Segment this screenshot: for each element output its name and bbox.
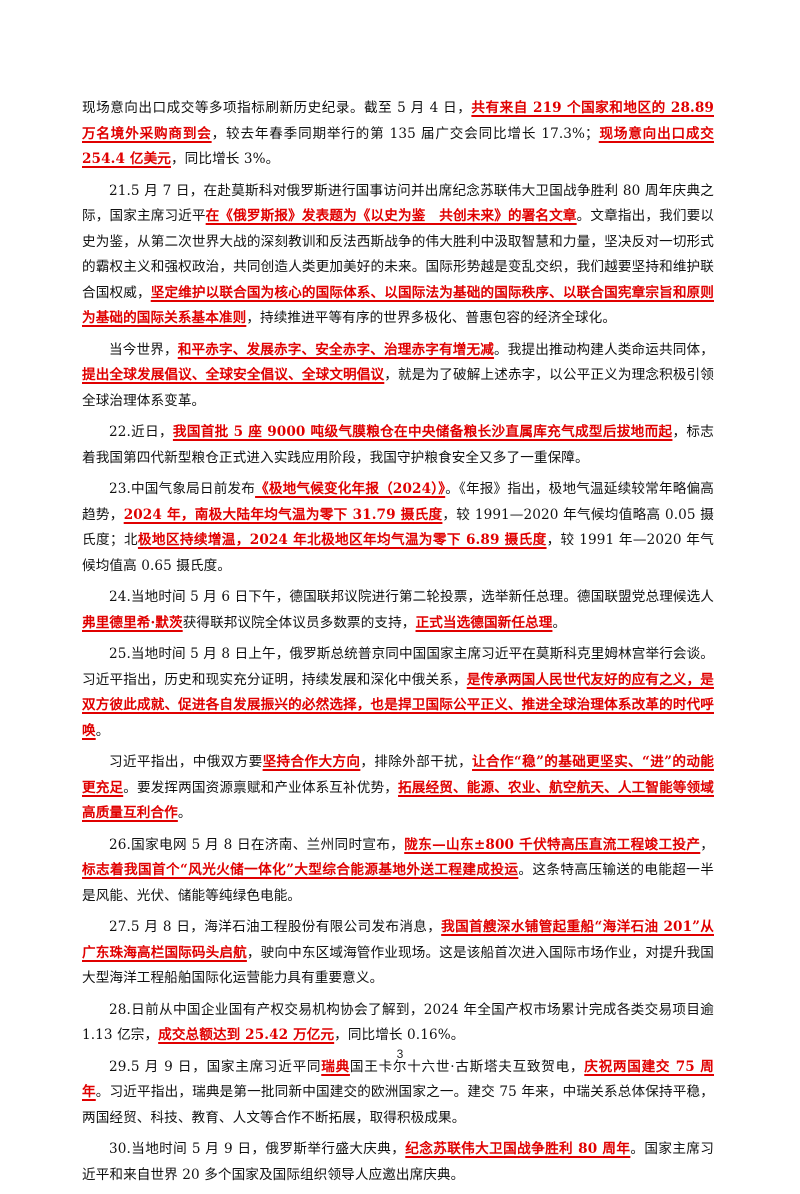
paragraph-21: 21.5 月 7 日，在赴莫斯科对俄罗斯进行国事访问并出席纪念苏联伟大卫国战争胜… xyxy=(82,179,714,332)
body-text: 获得联邦议院全体议员多数票的支持， xyxy=(182,614,416,631)
highlighted-text: 瑞典 xyxy=(321,1058,350,1075)
body-text: ，同比增长 3%。 xyxy=(170,151,280,167)
paragraph-25: 25.当地时间 5 月 8 日上午，俄罗斯总统普京同中国国家主席习近平在莫斯科克… xyxy=(82,642,714,744)
highlighted-text: 正式当选德国新任总理 xyxy=(415,614,553,631)
highlighted-text: 坚持合作大方向 xyxy=(262,754,361,770)
page-number: 3 xyxy=(396,1047,404,1061)
body-text: 27.5 月 8 日，海洋石油工程股份有限公司发布消息， xyxy=(109,919,442,935)
body-text: 24.当地时间 5 月 6 日下午，德国联邦议院进行第二轮投票，选举新任总理。德… xyxy=(109,589,714,605)
highlighted-text: 极地区持续增温，2024 年北极地区年均气温为零下 6.89 摄氏度 xyxy=(137,532,547,548)
body-text: 21.5 月 7 日，在赴莫斯科对俄罗斯进行国事访问并出席纪念苏联伟大卫国战争胜… xyxy=(82,182,714,225)
paragraph-27: 27.5 月 8 日，海洋石油工程股份有限公司发布消息，我国首艘深水铺管起重船“… xyxy=(82,915,714,992)
paragraph-28: 28.日前从中国企业国有产权交易机构协会了解到，2024 年全国产权市场累计完成… xyxy=(82,998,714,1049)
highlighted-text: 坚定维护以联合国为核心的国际体系、以国际法为基础的国际秩序、以联合国宪章宗旨和原… xyxy=(82,284,714,327)
body-text: ，排除外部干扰， xyxy=(360,754,473,770)
highlighted-text: 现场意向出口成交 254.4 亿美元 xyxy=(82,125,714,168)
highlighted-text: 标志着我国首个“风光火储一体化”大型综合能源基地外送工程建成投运 xyxy=(82,862,519,878)
highlighted-text: 我国首艘深水铺管起重船“海洋石油 201”从广东珠海高栏国际码头启航 xyxy=(82,919,714,961)
paragraph-22: 22.近日，我国首批 5 座 9000 吨级气膜粮仓在中央储备粮长沙直属库充气成… xyxy=(82,420,714,471)
paragraph-29: 29.5 月 9 日，国家主席习近平同瑞典国王卡尔十六世·古斯塔夫互致贺电，庆祝… xyxy=(82,1055,714,1132)
body-text: ，较去年春季同期举行的第 135 届广交会同比增长 17.3%； xyxy=(211,125,599,142)
paragraph-20-cont: 现场意向出口成交等多项指标刷新历史纪录。截至 5 月 4 日，共有来自 219 … xyxy=(82,96,714,173)
body-text: ，就是为了破解上述赤字，以公平正义为理念积极引领全球治理体系变革。 xyxy=(82,367,714,409)
paragraph-21-b: 当今世界，和平赤字、发展赤字、安全赤字、治理赤字有增无减。我提出推动构建人类命运… xyxy=(82,338,714,415)
body-text: 。习近平指出，瑞典是第一批同新中国建交的欧洲国家之一。建交 75 年来，中瑞关系… xyxy=(82,1084,714,1126)
body-text: 。 xyxy=(552,614,567,631)
body-text: ，同比增长 0.16%。 xyxy=(334,1027,465,1043)
highlighted-text: 让合作“稳”的基础更坚实、“进”的动能更充足 xyxy=(82,754,714,796)
body-text: 。文章指出，我们要以史为鉴，从第二次世界大战的深刻教训和反法西斯战争的伟大胜利中… xyxy=(82,208,715,301)
highlighted-text: 在《俄罗斯报》发表题为《以史为鉴 共创未来》的署名文章 xyxy=(205,208,577,224)
body-text: 。 xyxy=(95,722,110,739)
document-body: 现场意向出口成交等多项指标刷新历史纪录。截至 5 月 4 日，共有来自 219 … xyxy=(82,96,714,1194)
body-text: 22.近日， xyxy=(109,424,173,440)
highlighted-text: 是传承两国人民世代友好的应有之义，是双方彼此成就、促进各自发展振兴的必然选择，也… xyxy=(82,671,714,739)
body-text: 26.国家电网 5 月 8 日在济南、兰州同时宣布， xyxy=(109,836,405,853)
body-text: 。《年报》指出，极地气温延续较常年略偏高趋势， xyxy=(82,481,714,523)
body-text: ，驶向中东区域海管作业现场。这是该船首次进入国际市场作业，对提升我国大型海洋工程… xyxy=(82,944,714,987)
body-text: ，较 1991 年—2020 年气候均值高 0.65 摄氏度。 xyxy=(82,532,714,574)
highlighted-text: 共有来自 219 个国家和地区的 28.89 万名境外采购商到会 xyxy=(82,100,714,142)
body-text: 国王卡尔十六世·古斯塔夫互致贺电， xyxy=(349,1058,585,1075)
body-text: ， xyxy=(700,836,714,853)
highlighted-text: 纪念苏联伟大卫国战争胜利 80 周年 xyxy=(405,1141,631,1157)
paragraph-23: 23.中国气象局日前发布《极地气候变化年报（2024）》。《年报》指出，极地气温… xyxy=(82,477,714,579)
highlighted-text: 庆祝两国建交 75 周年 xyxy=(82,1058,715,1101)
body-text: 。要发挥两国资源禀赋和产业体系互补优势， xyxy=(123,779,399,796)
body-text: 25.当地时间 5 月 8 日上午，俄罗斯总统普京同中国国家主席习近平在莫斯科克… xyxy=(82,646,714,688)
highlighted-text: 成交总额达到 25.42 万亿元 xyxy=(158,1027,335,1043)
body-text: 现场意向出口成交等多项指标刷新历史纪录。截至 5 月 4 日， xyxy=(82,100,472,116)
body-text: 28.日前从中国企业国有产权交易机构协会了解到，2024 年全国产权市场累计完成… xyxy=(82,1001,714,1044)
highlighted-text: 拓展经贸、能源、农业、航空航天、人工智能等领域高质量互利合作 xyxy=(82,779,714,822)
highlighted-text: 和平赤字、发展赤字、安全赤字、治理赤字有增无减 xyxy=(177,341,495,358)
highlighted-text: 《极地气候变化年报（2024）》 xyxy=(255,481,446,497)
highlighted-text: 提出全球发展倡议、全球安全倡议、全球文明倡议 xyxy=(82,367,385,383)
body-text: ，较 1991—2020 年气候均值略高 0.05 摄氏度；北 xyxy=(82,506,714,549)
body-text: 当今世界， xyxy=(109,341,178,358)
highlighted-text: 弗里德里希·默茨 xyxy=(82,614,183,631)
body-text: 习近平指出，中俄双方要 xyxy=(109,754,263,770)
paragraph-24: 24.当地时间 5 月 6 日下午，德国联邦议院进行第二轮投票，选举新任总理。德… xyxy=(82,585,714,636)
document-page: 现场意向出口成交等多项指标刷新历史纪录。截至 5 月 4 日，共有来自 219 … xyxy=(82,100,714,1183)
body-text: 30.当地时间 5 月 9 日，俄罗斯举行盛大庆典， xyxy=(109,1141,406,1157)
body-text: 29.5 月 9 日，国家主席习近平同 xyxy=(109,1058,322,1075)
body-text: 。这条特高压输送的电能超一半是风能、光伏、储能等纯绿色电能。 xyxy=(82,862,714,904)
body-text: 23.中国气象局日前发布 xyxy=(109,481,256,497)
body-text: 。 xyxy=(177,805,192,821)
highlighted-text: 2024 年，南极大陆年均气温为零下 31.79 摄氏度 xyxy=(123,506,443,523)
paragraph-30: 30.当地时间 5 月 9 日，俄罗斯举行盛大庆典，纪念苏联伟大卫国战争胜利 8… xyxy=(82,1137,714,1188)
body-text: ，标志着我国第四代新型粮仓正式进入实践应用阶段，我国守护粮食安全又多了一重保障。 xyxy=(82,424,714,466)
paragraph-25-b: 习近平指出，中俄双方要坚持合作大方向，排除外部干扰，让合作“稳”的基础更坚实、“… xyxy=(82,750,714,827)
highlighted-text: 我国首批 5 座 9000 吨级气膜粮仓在中央储备粮长沙直属库充气成型后拔地而起 xyxy=(172,424,673,440)
paragraph-26: 26.国家电网 5 月 8 日在济南、兰州同时宣布，陇东—山东±800 千伏特高… xyxy=(82,833,714,910)
body-text: 。我提出推动构建人类命运共同体， xyxy=(494,341,715,358)
highlighted-text: 陇东—山东±800 千伏特高压直流工程竣工投产 xyxy=(404,836,701,853)
body-text: ，持续推进平等有序的世界多极化、普惠包容的经济全球化。 xyxy=(246,310,617,326)
